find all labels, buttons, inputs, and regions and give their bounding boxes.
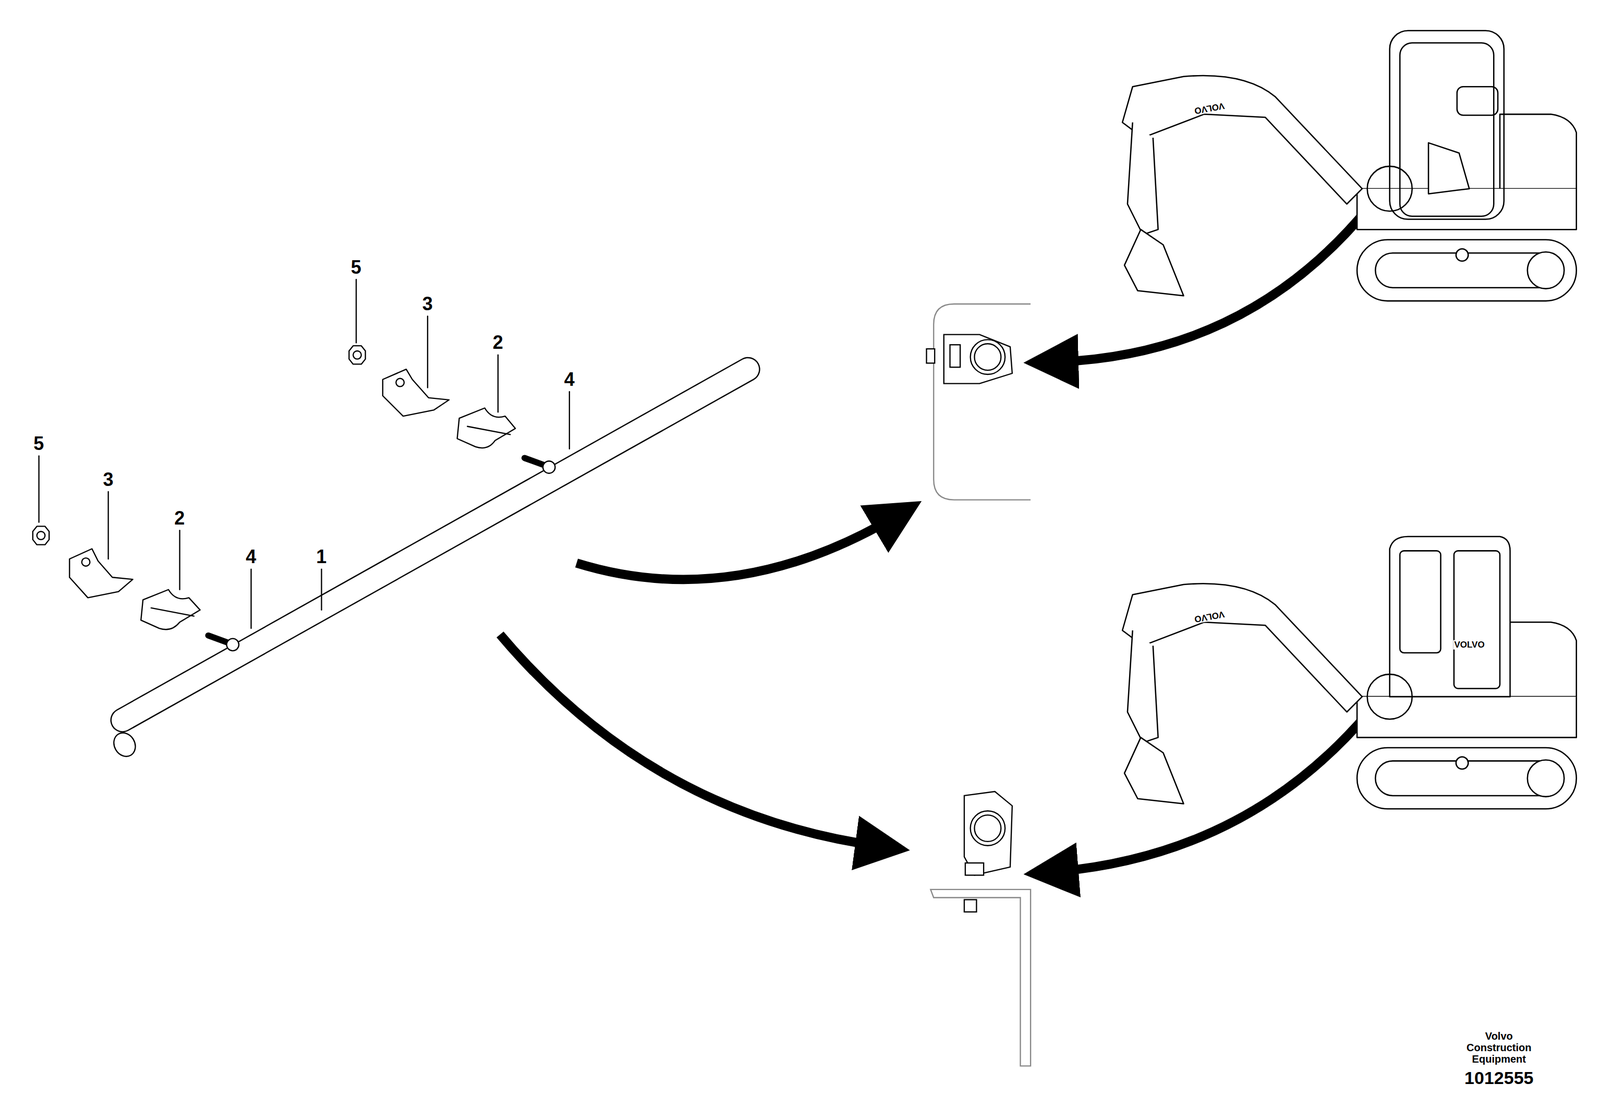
callout-number: 4 xyxy=(564,369,575,391)
callout-number: 1 xyxy=(316,547,327,568)
publisher-note: Volvo Construction Equipment xyxy=(1462,1030,1536,1065)
brand-decal: VOLVO xyxy=(1452,639,1486,650)
callout-number: 5 xyxy=(33,433,44,455)
drawing-number: 1012555 xyxy=(1464,1068,1534,1088)
callout-number: 3 xyxy=(422,293,433,315)
callout-number: 2 xyxy=(174,507,185,529)
callout-number: 3 xyxy=(102,469,114,491)
callout-number: 5 xyxy=(350,257,362,278)
callout-number: 4 xyxy=(245,547,257,568)
callout-number: 2 xyxy=(492,332,504,354)
